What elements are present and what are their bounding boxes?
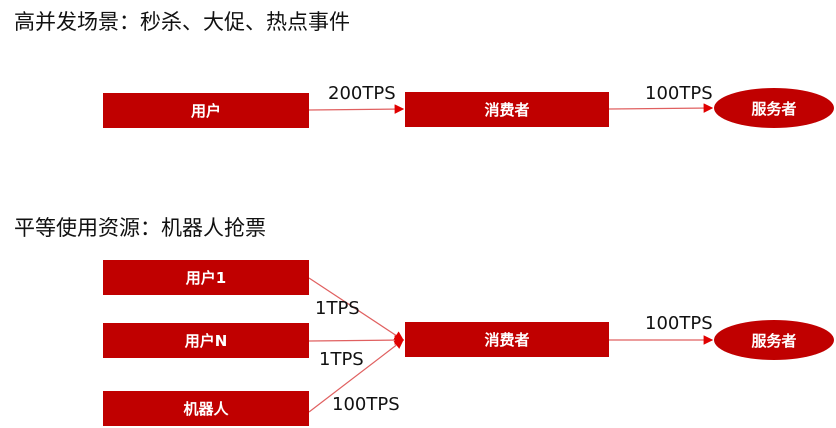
arrow-userN-consumer xyxy=(308,335,405,345)
rate-userN-label: 1TPS xyxy=(319,349,364,370)
robot-box: 机器人 xyxy=(103,391,309,426)
user1-box: 用户1 xyxy=(103,260,309,295)
rate-robot-label: 100TPS xyxy=(332,394,400,415)
section1-title: 高并发场景：秒杀、大促、热点事件 xyxy=(14,10,350,34)
arrow-user1-consumer xyxy=(308,277,405,341)
rate-in-label: 200TPS xyxy=(328,83,396,104)
server2-ellipse: 服务者 xyxy=(714,320,834,360)
rate-out2-label: 100TPS xyxy=(645,313,713,334)
server-ellipse: 服务者 xyxy=(714,88,834,128)
userN-box: 用户N xyxy=(103,323,309,358)
section2-title: 平等使用资源：机器人抢票 xyxy=(14,216,266,240)
consumer2-box: 消费者 xyxy=(405,322,609,357)
consumer-box: 消费者 xyxy=(405,92,609,127)
rate-out-label: 100TPS xyxy=(645,83,713,104)
arrow-robot-consumer xyxy=(308,339,404,413)
arrow-user-consumer xyxy=(308,104,405,114)
user-box: 用户 xyxy=(103,93,309,128)
rate-user1-label: 1TPS xyxy=(315,298,360,319)
arrow-consumer-server xyxy=(608,103,714,113)
